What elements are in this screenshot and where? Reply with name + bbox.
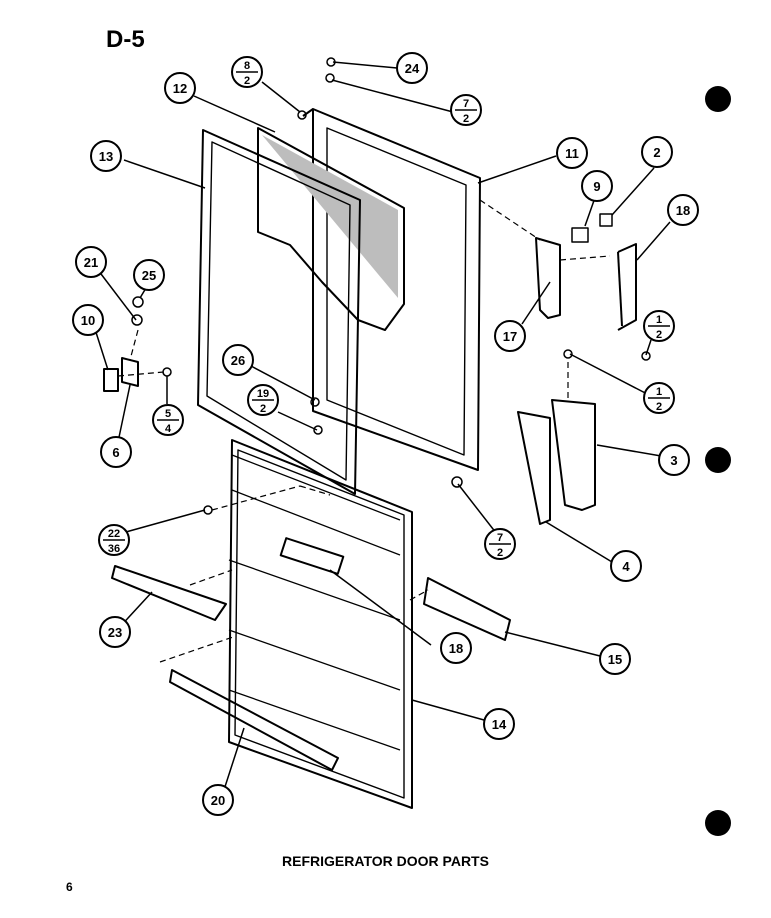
callout-label: 3	[670, 453, 677, 468]
callout-label: 14	[492, 717, 507, 732]
egg-tray	[111, 565, 227, 621]
callout-c21: 21	[75, 246, 107, 278]
callout-c25: 25	[133, 259, 165, 291]
insulation-block	[257, 127, 405, 331]
callout-c6: 6	[100, 436, 132, 468]
fraction-numerator: 1	[656, 314, 662, 326]
outer-door-panel	[302, 108, 481, 471]
fraction-denominator: 2	[656, 329, 662, 341]
callout-label: 23	[108, 625, 122, 640]
callout-c12: 12	[164, 72, 196, 104]
callout-c20: 20	[202, 784, 234, 816]
fraction-denominator: 2	[463, 113, 469, 125]
callout-label: 18	[676, 203, 690, 218]
callout-c18a: 18	[667, 194, 699, 226]
fraction-numerator: 7	[463, 98, 469, 110]
callout-c17: 17	[494, 320, 526, 352]
fraction-denominator: 2	[244, 75, 250, 87]
fraction-callout-f1_2_a: 12	[643, 310, 675, 342]
registration-dots	[705, 86, 731, 836]
shelf-rail	[423, 577, 511, 641]
callout-label: 4	[622, 559, 630, 574]
door-gasket	[197, 129, 361, 495]
callout-label: 11	[565, 146, 579, 161]
callout-c26: 26	[222, 344, 254, 376]
fraction-callout-f19_2: 192	[247, 384, 279, 416]
door-handle	[617, 243, 637, 331]
callout-label: 10	[81, 313, 95, 328]
diagram-caption: REFRIGERATOR DOOR PARTS	[282, 853, 489, 869]
callout-label: 26	[231, 353, 245, 368]
fraction-denominator: 2	[260, 403, 266, 415]
callout-label: 9	[593, 179, 600, 194]
callout-label: 6	[112, 445, 119, 460]
fraction-numerator: 19	[257, 388, 269, 400]
fraction-denominator: 4	[165, 423, 172, 435]
callout-label: 25	[142, 268, 156, 283]
callout-label: 21	[84, 255, 98, 270]
callout-label: 2	[653, 145, 660, 160]
callout-c15: 15	[599, 643, 631, 675]
callout-c23: 23	[99, 616, 131, 648]
lower-hinge	[103, 357, 139, 392]
fraction-numerator: 1	[656, 386, 662, 398]
fraction-numerator: 8	[244, 60, 250, 72]
callout-label: 17	[503, 329, 517, 344]
callout-c13: 13	[90, 140, 122, 172]
callout-c10: 10	[72, 304, 104, 336]
callout-label: 12	[173, 81, 187, 96]
callout-label: 20	[211, 793, 225, 808]
fraction-numerator: 5	[165, 408, 171, 420]
hinge-bracket	[517, 399, 596, 525]
callout-c14: 14	[483, 708, 515, 740]
callout-c18b: 18	[440, 632, 472, 664]
fraction-callout-f7_2_top: 72	[450, 94, 482, 126]
callout-c11: 11	[556, 137, 588, 169]
fraction-callout-f7_2_bot: 72	[484, 528, 516, 560]
handle-bracket	[535, 237, 561, 319]
fraction-numerator: 22	[108, 528, 120, 540]
fraction-denominator: 2	[656, 401, 662, 413]
inner-door-liner	[228, 439, 413, 809]
fraction-callout-f8_2: 82	[231, 56, 263, 88]
page-number: 6	[66, 880, 73, 894]
sheet-id: D-5	[106, 26, 145, 53]
fraction-numerator: 7	[497, 532, 503, 544]
screws	[131, 57, 651, 515]
fraction-denominator: 36	[108, 543, 120, 555]
callout-c3: 3	[658, 444, 690, 476]
callout-label: 18	[449, 641, 463, 656]
callout-c24: 24	[396, 52, 428, 84]
callout-label: 15	[608, 652, 622, 667]
callout-c9: 9	[581, 170, 613, 202]
fraction-callout-f5_4: 54	[152, 404, 184, 436]
fraction-callout-f1_2_b: 12	[643, 382, 675, 414]
bottom-strip	[169, 669, 339, 771]
callout-c2: 2	[641, 136, 673, 168]
callout-label: 13	[99, 149, 113, 164]
callout-c4: 4	[610, 550, 642, 582]
callout-label: 24	[405, 61, 420, 76]
fraction-denominator: 2	[497, 547, 503, 559]
